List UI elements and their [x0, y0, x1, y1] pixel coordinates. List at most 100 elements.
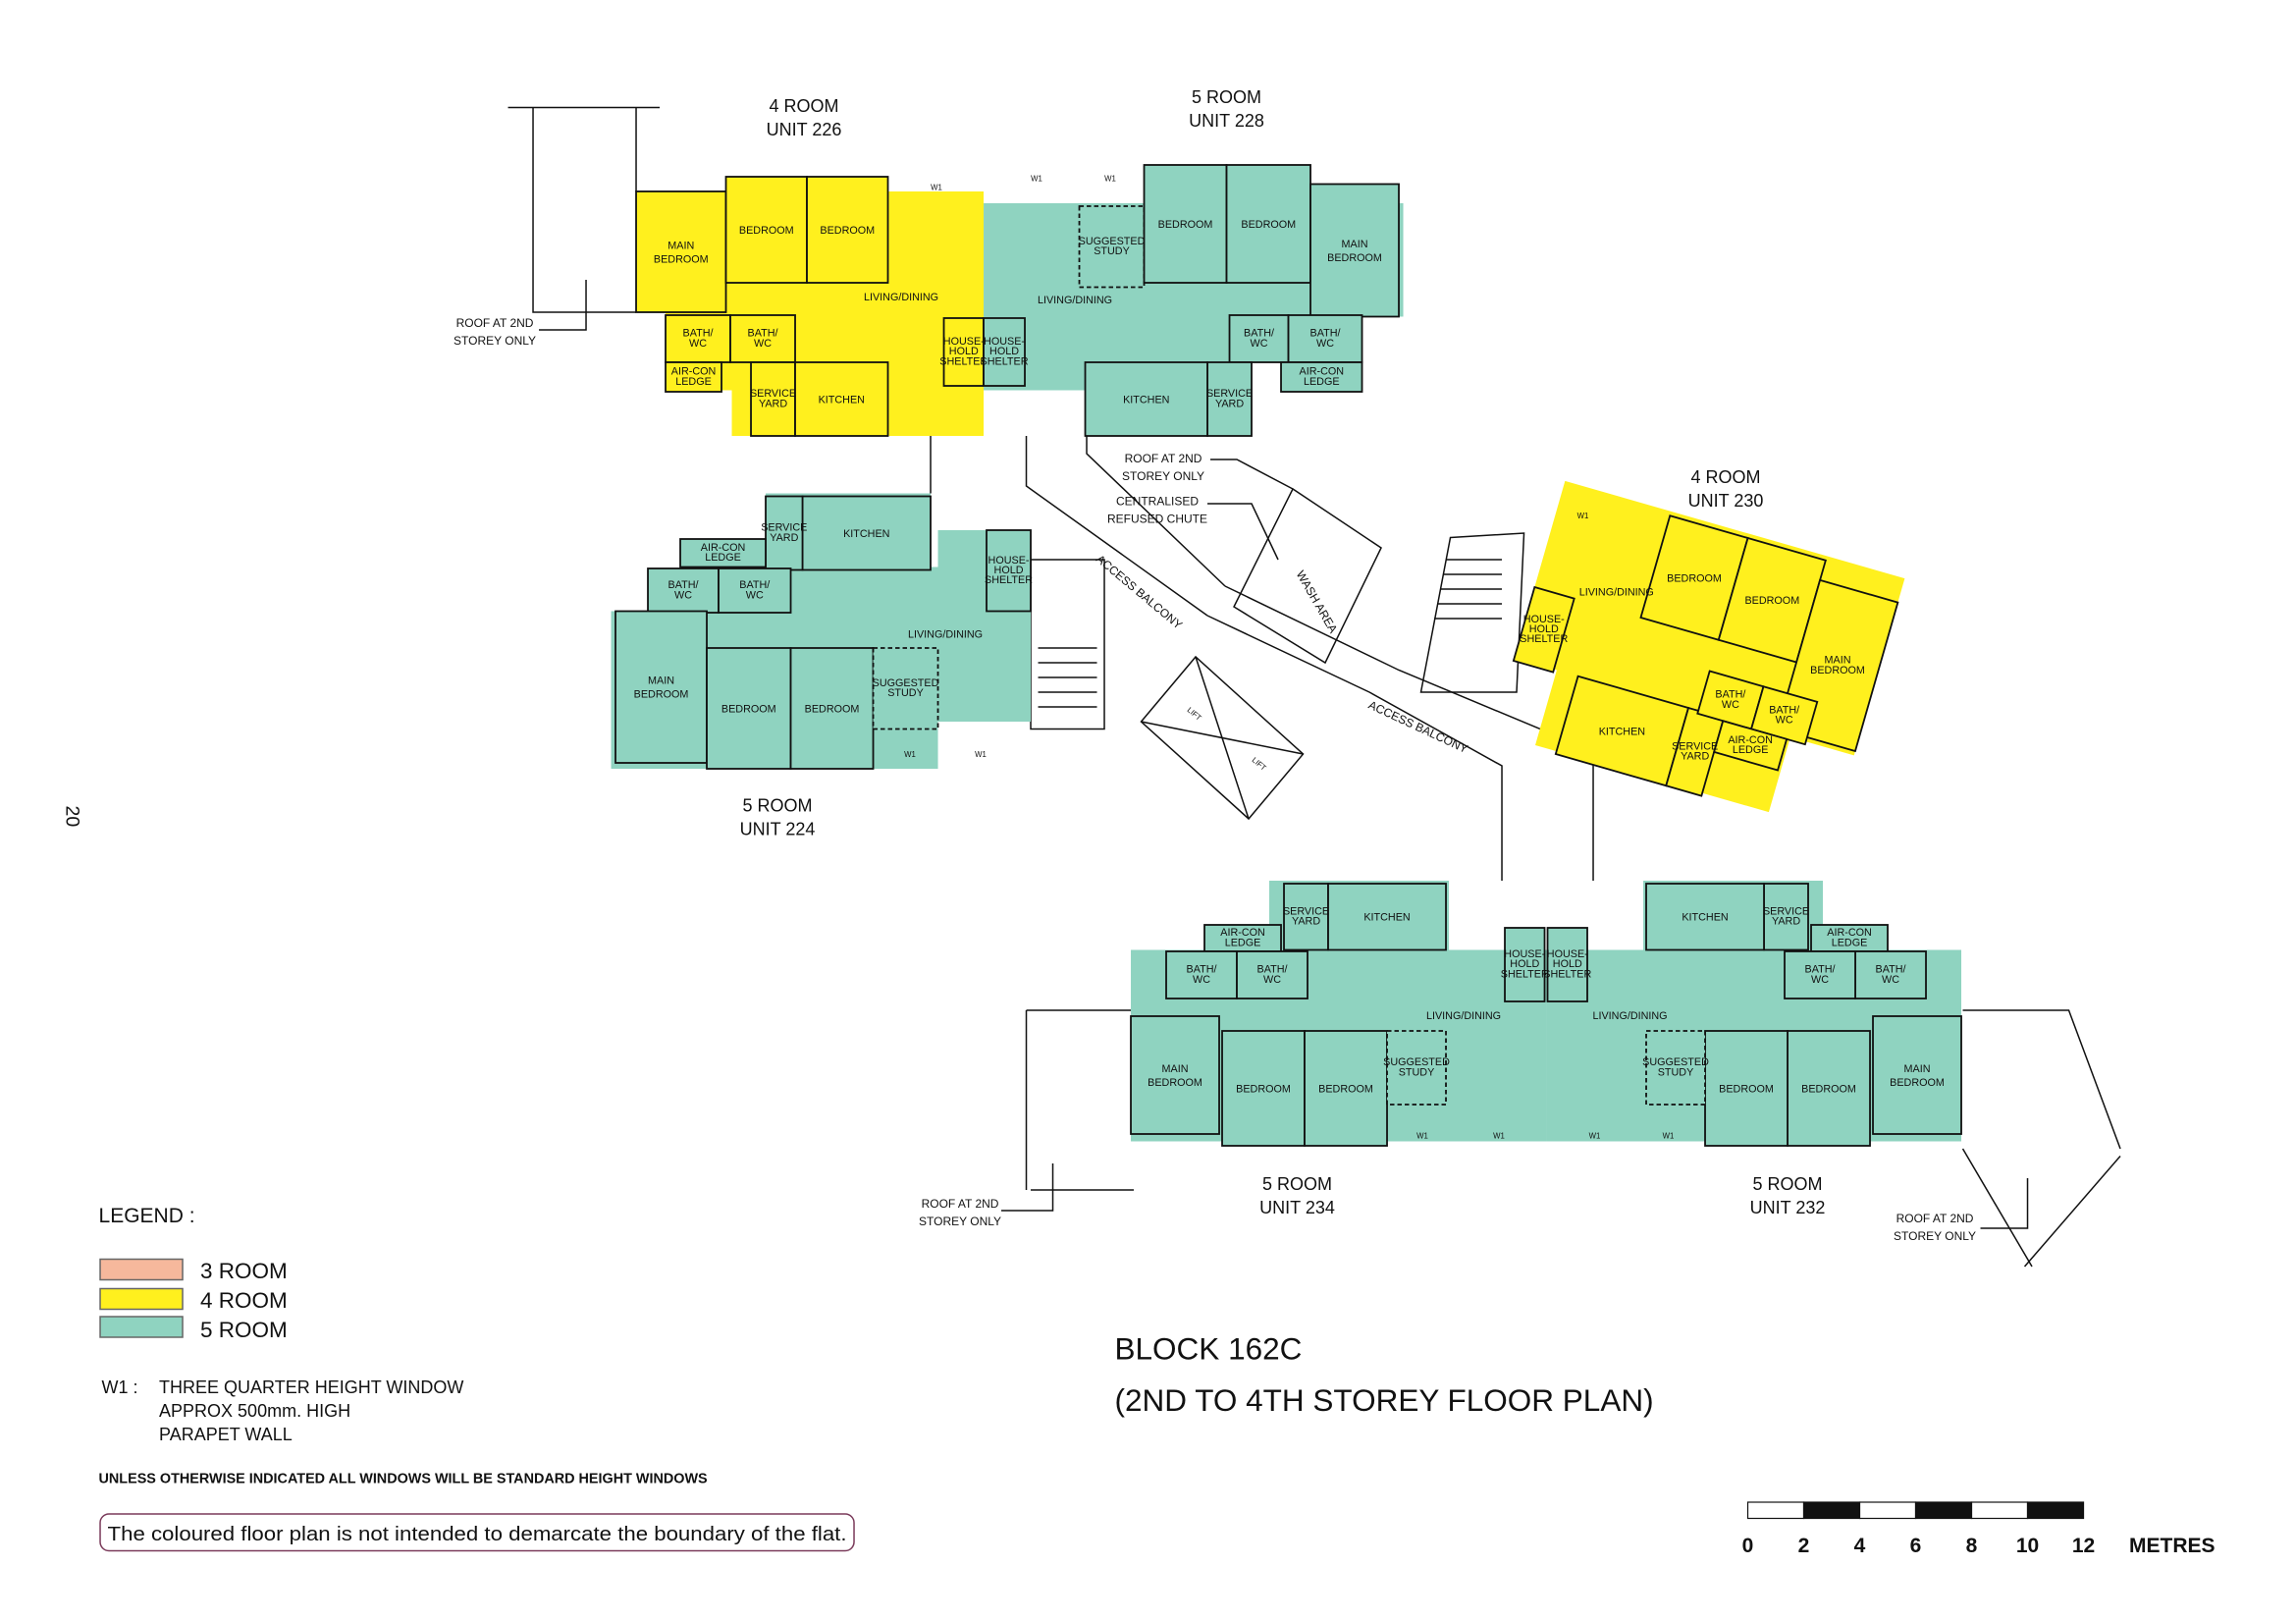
room-label: BEDROOM [1241, 219, 1296, 231]
room-bedroom-2 [1704, 1030, 1789, 1147]
unit-type-label: 5 ROOM [1192, 87, 1261, 107]
room-label: BATH/ [1805, 964, 1836, 976]
access-balcony-label: ACCESS BALCONY [1094, 552, 1185, 631]
room-main-bedroom [1309, 183, 1400, 318]
room-label: BEDROOM [721, 703, 776, 715]
unit-230[interactable]: BEDROOMBEDROOMMAINBEDROOMHOUSE-HOLDSHELT… [1492, 467, 1905, 834]
room-service-yard [1283, 883, 1329, 951]
room-label: BATH/ [739, 579, 770, 591]
room-label: BATH/ [1715, 689, 1745, 701]
room-label: WC [1193, 974, 1210, 986]
room-label: SHELTER [1543, 968, 1591, 980]
wash-area [1233, 487, 1382, 665]
scale-segment [1746, 1501, 1805, 1520]
w1-window-marker: W1 [931, 184, 942, 192]
room-label: KITCHEN [1123, 394, 1169, 405]
room-label: HOUSE- [1523, 614, 1565, 625]
room-label: YARD [1681, 751, 1709, 763]
room-label: SERVICE [1672, 740, 1718, 752]
w1-window-marker: W1 [1589, 1132, 1601, 1141]
svg-text:UNLESS OTHERWISE INDICATED ALL: UNLESS OTHERWISE INDICATED ALL WINDOWS W… [99, 1472, 709, 1487]
room-kitchen [1327, 883, 1447, 951]
unit-number-label: UNIT 234 [1259, 1198, 1335, 1217]
svg-text:W1 :: W1 : [102, 1377, 138, 1397]
scale-segment [1914, 1501, 1973, 1520]
room-label: LEDGE [1304, 376, 1340, 388]
room-label: WC [754, 338, 772, 350]
room-shelter [1546, 927, 1588, 1002]
room-label: AIR-CON [701, 542, 746, 554]
room-label: SUGGESTED [1383, 1056, 1450, 1068]
room-label: BATH/ [1310, 328, 1341, 340]
room-study [1386, 1030, 1447, 1106]
room-label: WC [674, 589, 692, 601]
room-label: STUDY [1399, 1066, 1435, 1078]
svg-text:BLOCK 162C: BLOCK 162C [1115, 1331, 1303, 1367]
unit-type-label: 4 ROOM [1691, 467, 1761, 487]
room-label: MAIN [1825, 655, 1851, 667]
room-label: BEDROOM [1801, 1083, 1856, 1095]
room-bedroom-1 [724, 176, 808, 284]
room-label: BATH/ [1769, 704, 1799, 716]
room-main-bedroom [635, 190, 727, 313]
unit-type-label: 5 ROOM [1753, 1174, 1823, 1194]
w1-window-marker: W1 [1577, 512, 1589, 520]
room-label: SERVICE [1206, 388, 1253, 400]
room-label: STUDY [887, 687, 924, 699]
svg-text:APPROX 500mm. HIGH: APPROX 500mm. HIGH [159, 1401, 350, 1421]
page-number: 20 [62, 806, 83, 828]
room-bedroom-1 [1787, 1030, 1871, 1147]
scale-tick-label: 2 [1798, 1535, 1810, 1557]
room-label: SERVICE [1763, 905, 1809, 917]
room-label: MAIN [1162, 1063, 1189, 1075]
room-label: STUDY [1094, 245, 1130, 257]
room-label: BATH/ [748, 328, 778, 340]
unit-number-label: UNIT 232 [1750, 1198, 1826, 1217]
room-label: HOLD [1553, 958, 1582, 970]
room-label: KITCHEN [1599, 726, 1645, 737]
room-label: BEDROOM [820, 225, 875, 237]
room-label-living-dining: LIVING/DINING [1592, 1010, 1667, 1022]
scale-segment [2026, 1501, 2085, 1520]
room-label: STUDY [1658, 1066, 1694, 1078]
svg-text:ROOF AT 2ND: ROOF AT 2ND [456, 316, 534, 330]
room-bath-1 [1165, 950, 1238, 999]
plan-title: BLOCK 162C (2ND TO 4TH STOREY FLOOR PLAN… [1115, 1331, 1654, 1419]
unit-232[interactable]: SERVICEYARDKITCHENAIR-CONLEDGEBATH/WCBAT… [1543, 881, 1962, 1217]
room-bedroom-1 [1221, 1030, 1306, 1147]
scale-tick-label: 8 [1966, 1535, 1978, 1557]
room-label: BATH/ [1244, 328, 1274, 340]
room-label: WC [746, 589, 764, 601]
scale-segment [1970, 1501, 2029, 1520]
room-label: SHELTER [981, 355, 1029, 367]
disclaimer: The coloured floor plan is not intended … [108, 1524, 847, 1545]
scale-segment [1858, 1501, 1917, 1520]
room-shelter [983, 317, 1026, 387]
svg-text:ROOF AT 2ND: ROOF AT 2ND [1125, 452, 1202, 465]
unit-224[interactable]: KITCHENSERVICEYARDAIR-CONLEDGEBATH/WCBAT… [611, 493, 1034, 839]
w1-window-marker: W1 [1493, 1132, 1505, 1141]
room-label: HOUSE- [1547, 948, 1588, 960]
room-label: SUGGESTED [1079, 236, 1146, 247]
chute-label: CENTRALISED [1116, 495, 1199, 509]
room-label: SHELTER [939, 355, 988, 367]
room-label: KITCHEN [1682, 912, 1728, 924]
room-aircon [1280, 361, 1363, 393]
w1-window-marker: W1 [904, 750, 916, 759]
room-label: LEDGE [675, 376, 712, 388]
room-bath-1 [647, 567, 720, 614]
access-balcony-label: ACCESS BALCONY [1366, 698, 1470, 756]
room-label: HOLD [949, 346, 979, 357]
room-label: HOLD [989, 346, 1019, 357]
chute-label: REFUSED CHUTE [1107, 513, 1207, 526]
room-label: SUGGESTED [1642, 1056, 1709, 1068]
unit-type-label: 5 ROOM [1262, 1174, 1332, 1194]
svg-text:3 ROOM: 3 ROOM [200, 1259, 288, 1283]
svg-text:(2ND TO 4TH STOREY FLOOR PLAN): (2ND TO 4TH STOREY FLOOR PLAN) [1115, 1382, 1654, 1418]
room-label: HOUSE- [1504, 948, 1545, 960]
room-label: WC [1882, 974, 1899, 986]
